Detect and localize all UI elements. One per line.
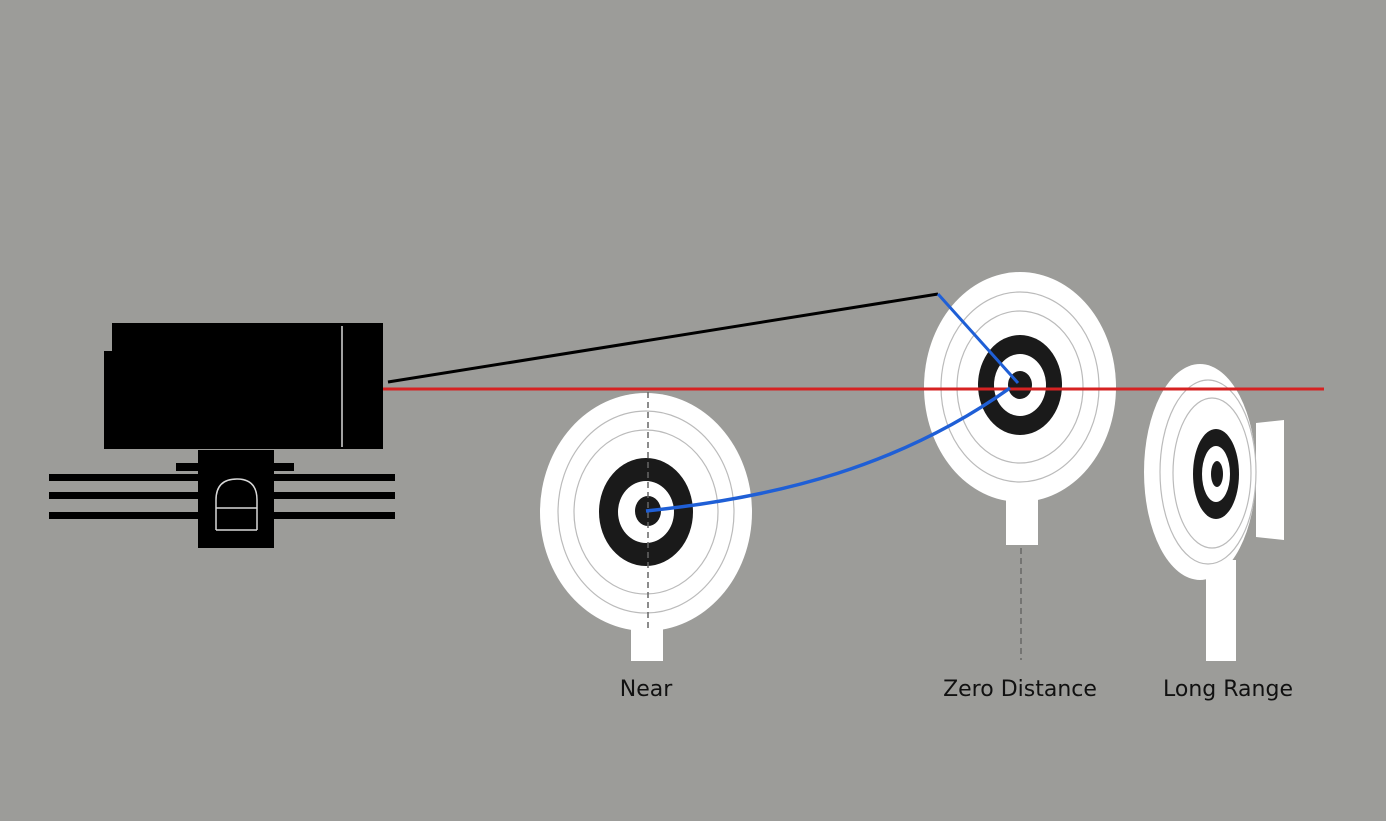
zero-distance-label: Zero Distance <box>943 677 1097 702</box>
scope-icon <box>104 323 383 449</box>
trajectory-curve <box>645 386 1012 513</box>
rail-mount-icon <box>49 450 395 548</box>
long-range-target <box>1144 364 1284 661</box>
near-target <box>540 392 752 661</box>
near-label: Near <box>620 677 673 702</box>
long-range-label: Long Range <box>1163 677 1293 702</box>
scope-upper-line <box>387 292 939 384</box>
trajectory-upper-segment <box>936 292 1020 385</box>
zero-distance-target <box>924 272 1116 660</box>
